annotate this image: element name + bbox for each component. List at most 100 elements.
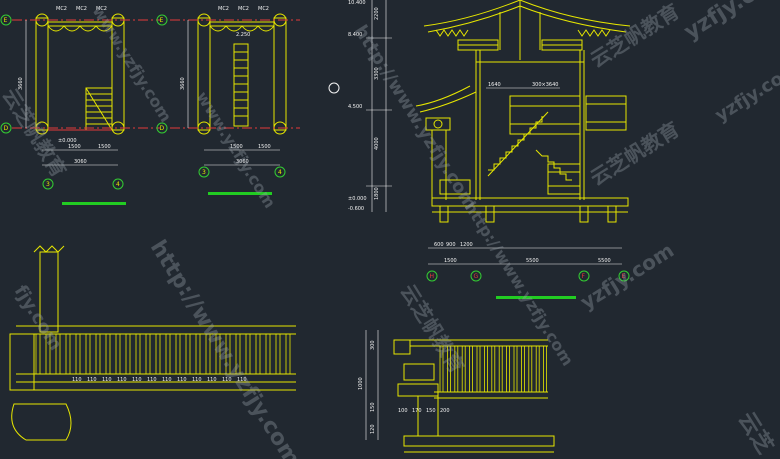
plan-right-grid-d: D [160,125,165,132]
railing-baluster [255,333,261,375]
eave-dim-h4: 200 [440,408,450,414]
section-grid-g: G [474,273,479,280]
eave-baluster [439,345,444,393]
section-dim-h4: 5500 [526,258,539,264]
watermark-7: yzfjy.com [576,238,678,314]
railing-spacing-label: 110 [147,377,157,383]
railing-baluster [45,333,51,375]
railing-spacing-label: 110 [177,377,187,383]
railing-baluster [145,333,151,375]
railing-end-ornament [11,403,72,441]
eave-dim-v4: 120 [370,424,376,434]
railing-baluster [175,333,181,375]
eave-baluster [454,345,459,393]
eave-baluster [491,345,496,393]
plan-left-dim-total: 3060 [74,159,87,165]
plan-left [12,13,160,135]
railing-baluster [195,333,201,375]
section-dim-h2: 900 [446,242,456,248]
eave-detail [365,330,555,453]
plan-left-door-2: MC2 [76,6,87,12]
railing-spacing-label: 110 [207,377,217,383]
watermark-12: 云芝 [733,407,778,458]
plan-left-valance [47,25,113,32]
plan-right-dims [187,20,280,166]
railing-baluster [105,333,111,375]
section-grid-h: H [430,273,435,280]
section-dim-total: 1500 [444,258,457,264]
plan-right-door-3: MC2 [258,6,269,12]
lower-roof-curve [415,85,471,107]
eave-dim-v3: 150 [370,402,376,412]
eave-dim-h2: 170 [412,408,422,414]
section-annotations [428,87,622,265]
eave-bracket [393,339,411,355]
railing-spacing-label: 110 [132,377,142,383]
railing-baluster [165,333,171,375]
plan-left-grid-d: D [4,125,9,132]
section-note-b: 300×3640 [532,82,558,88]
plan-left-grid-4: 4 [116,181,120,188]
eave-baluster [469,345,474,393]
eave-baluster [498,345,503,393]
balustrade-side [585,95,627,131]
eave-baluster [476,345,481,393]
eave-column [417,395,439,437]
plan-right-grid-3: 3 [202,169,206,176]
plan-right-door-1: MC2 [218,6,229,12]
plan-right-grid-bubbles [156,14,286,178]
railing-baluster [155,333,161,375]
railing-baluster [55,333,61,375]
railing-baluster [225,333,231,375]
railing-baluster [215,333,221,375]
eave-baluster [446,345,451,393]
plan-right-dim-b: 1500 [258,144,271,150]
eave-dim-v1: 1000 [358,377,364,390]
section-grid-bubbles [426,270,630,282]
section-dim-column [366,0,392,212]
eave-dim-h3: 150 [426,408,436,414]
plan-right [170,13,300,135]
watermark-13: yzfjy.com [712,58,780,126]
plan-right-title-bar [208,192,272,195]
railing-baluster [265,333,271,375]
plan-left-dim-b: 1500 [98,144,111,150]
railing-post [39,251,59,333]
railing-baluster [35,333,41,375]
plan-left-dim-side: 3660 [18,77,24,90]
plan-right-grid-4: 4 [278,169,282,176]
railing-spacing-label: 110 [237,377,247,383]
plan-right-dim-a: 1500 [230,144,243,150]
section-elev-3: 4.500 [348,104,362,110]
railing-spacing-label: 110 [192,377,202,383]
watermark-10: http://www.yzfjy.com [461,198,578,369]
railing-spacing-label: 110 [72,377,82,383]
eave-baluster [483,345,488,393]
watermark-4: yzfjy.com [680,0,780,45]
plan-left-stair [85,87,113,131]
railing-balusters [35,333,291,375]
eave-baluster [528,345,533,393]
plan-left-door-3: MC2 [96,6,107,12]
section-title-bar [496,296,576,299]
upper-roof-curve [423,0,631,27]
section-elev-4: ±0.000 [348,196,367,202]
section-elev-1: 10.400 [348,0,366,6]
floor-slab [431,197,629,207]
plan-right-door-2: MC2 [238,6,249,12]
section-elev-5: -0.600 [348,206,364,212]
railing-spacing-label: 110 [162,377,172,383]
plan-right-grid-e: E [160,17,164,24]
railing-spacing-label: 110 [87,377,97,383]
stair-flight-1 [488,116,543,171]
railing-baluster [125,333,131,375]
railing-baluster [95,333,101,375]
section-dim-h3: 1200 [460,242,473,248]
railing-spacing-label: 110 [117,377,127,383]
plan-right-dim-side: 3660 [180,77,186,90]
section-dim-h5: 5500 [598,258,611,264]
railing-spacing-label: 110 [222,377,232,383]
watermark-11: 云芝帆教育 [586,117,684,190]
railing-baluster [65,333,71,375]
